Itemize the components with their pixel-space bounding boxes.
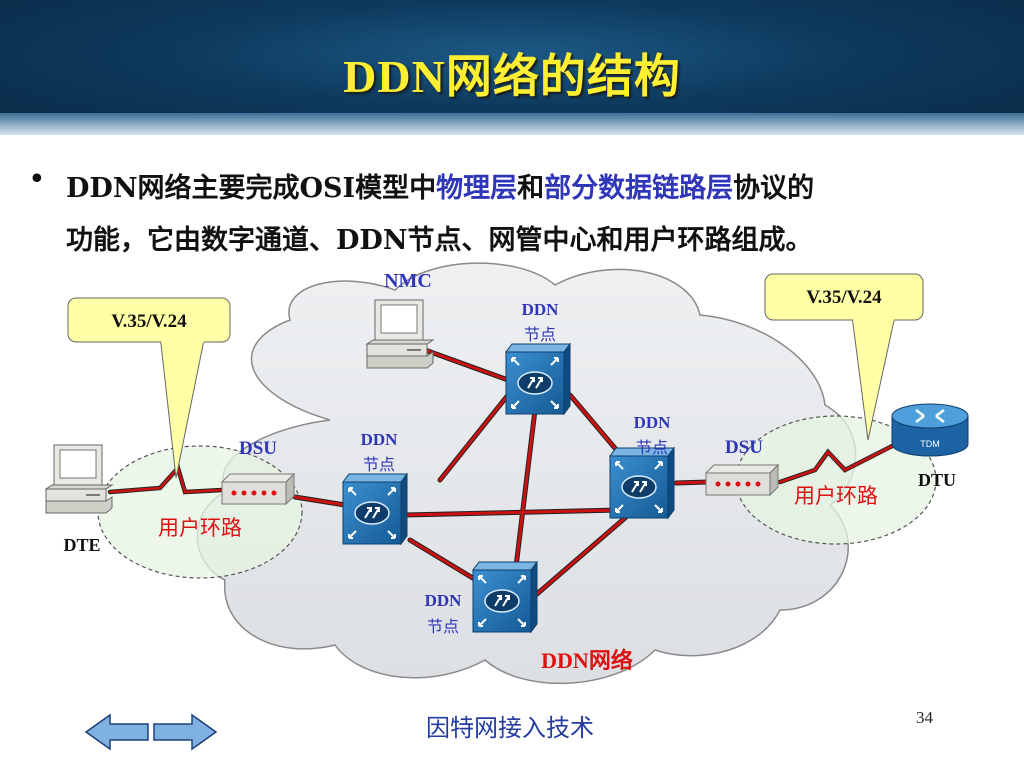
body-text-and: 和 xyxy=(517,173,545,204)
ddn-node-right-icon xyxy=(609,447,675,519)
page-number: 34 xyxy=(916,708,933,727)
body-line-1: DDN网络主要完成OSI模型中物理层和部分数据链路层协议的 xyxy=(66,166,814,205)
dsu-left-label: DSU xyxy=(239,438,277,459)
highlight-data-link-layer: 部分数据链路层 xyxy=(544,173,734,204)
link-dsu-left-node xyxy=(293,495,347,507)
link-nmc-node-top xyxy=(423,348,510,382)
ddn-node-left-icon xyxy=(342,473,408,545)
user-loop-right-line xyxy=(778,436,910,484)
ddn-node-bottom-label: DDN xyxy=(425,591,463,610)
dsu-right-label: DSU xyxy=(725,437,763,458)
callout-left-label: V.35/V.24 xyxy=(111,311,187,332)
dsu-right-icon xyxy=(705,464,779,496)
callout-right-label: V.35/V.24 xyxy=(806,287,882,308)
ddn-node-top-icon xyxy=(505,343,571,415)
network-links xyxy=(107,347,911,603)
title-banner-band xyxy=(0,113,1024,135)
bullet-marker: • xyxy=(28,162,46,197)
prev-slide-button[interactable] xyxy=(84,713,149,751)
dte-computer-icon xyxy=(45,444,113,514)
dtu-router-icon: TDM xyxy=(891,403,969,457)
arrow-right-icon xyxy=(153,713,218,751)
user-loop-left-area xyxy=(97,445,303,579)
footer-course-title: 因特网接入技术 xyxy=(426,714,594,742)
slide-title: DDN网络的结构 xyxy=(343,51,681,102)
ddn-node-top-sublabel: 节点 xyxy=(524,325,556,344)
dtu-label: DTU xyxy=(918,470,956,490)
callout-right: V.35/V.24 xyxy=(764,273,924,441)
ddn-node-left-label: DDN xyxy=(361,430,399,449)
link-node-dsu-right xyxy=(674,480,710,485)
ddn-network-label: DDN网络 xyxy=(541,648,633,673)
title-banner xyxy=(0,0,1024,135)
user-loop-right-label: 用户环路 xyxy=(794,484,878,508)
nmc-label: NMC xyxy=(384,270,432,292)
nmc-computer-icon xyxy=(366,299,434,369)
arrow-left-icon xyxy=(84,713,149,751)
link-left-right xyxy=(403,508,622,517)
ddn-node-right-label: DDN xyxy=(634,413,672,432)
link-left-top xyxy=(438,393,510,482)
callout-left: V.35/V.24 xyxy=(67,297,231,479)
body-text-1a: DDN网络主要完成OSI模型中 xyxy=(66,173,437,204)
link-top-bottom xyxy=(513,408,537,577)
link-bottom-right xyxy=(528,503,642,602)
ddn-node-top-label: DDN xyxy=(522,300,560,319)
user-loop-left-label: 用户环路 xyxy=(158,516,242,540)
ddn-node-bottom-icon xyxy=(472,561,538,633)
link-left-bottom xyxy=(408,538,478,582)
dtu-tdm-label: TDM xyxy=(920,439,940,449)
body-text-1b: 协议的 xyxy=(733,173,815,204)
ddn-node-right-sublabel: 节点 xyxy=(636,438,668,457)
next-slide-button[interactable] xyxy=(153,713,218,751)
body-line-2: 功能，它由数字通道、DDN节点、网管中心和用户环路组成。 xyxy=(66,225,813,256)
highlight-physical-layer: 物理层 xyxy=(436,173,518,204)
dte-label: DTE xyxy=(63,535,100,555)
dsu-left-icon xyxy=(221,473,295,505)
ddn-node-left-sublabel: 节点 xyxy=(363,455,395,474)
ddn-node-bottom-sublabel: 节点 xyxy=(427,617,459,636)
